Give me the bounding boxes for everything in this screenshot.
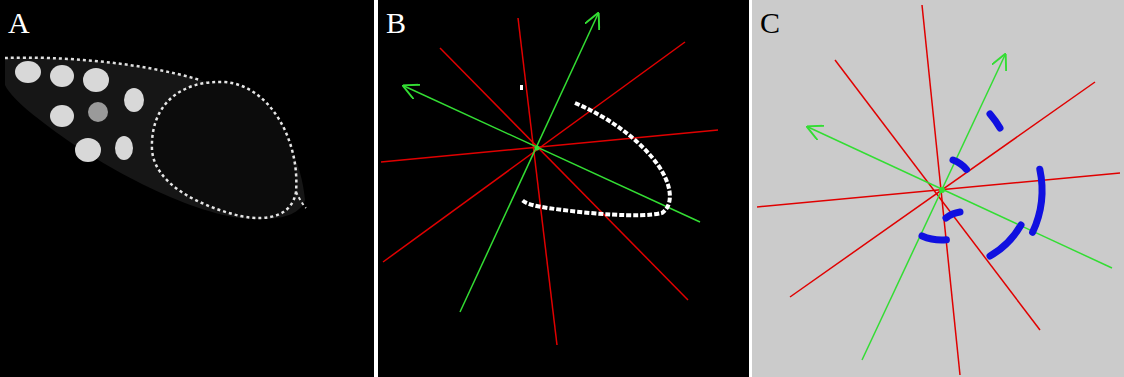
panel-b-ground xyxy=(378,0,749,377)
boundary-speck xyxy=(520,85,523,90)
panel-label: C xyxy=(760,8,780,38)
follicle-tip xyxy=(296,192,306,208)
boundary-arcs xyxy=(922,114,1042,256)
panel-divider xyxy=(374,0,378,377)
radial-lines xyxy=(381,18,718,345)
egg-chamber-tissue xyxy=(5,58,305,219)
center-point xyxy=(939,187,945,193)
panel-a-ground xyxy=(0,0,374,377)
follicle-outline xyxy=(5,58,200,80)
center-point xyxy=(535,146,540,151)
panel-label: A xyxy=(8,8,30,38)
axis-arrows xyxy=(808,55,1112,360)
nurse-cell-nuclei xyxy=(15,61,144,162)
panel-label: B xyxy=(386,8,406,38)
radial-lines xyxy=(757,5,1120,375)
panel-divider xyxy=(749,0,752,377)
axis-arrows xyxy=(404,14,700,312)
oocyte-outline xyxy=(152,82,296,218)
panel-c-ground xyxy=(752,0,1124,377)
segmented-boundary xyxy=(522,103,670,215)
